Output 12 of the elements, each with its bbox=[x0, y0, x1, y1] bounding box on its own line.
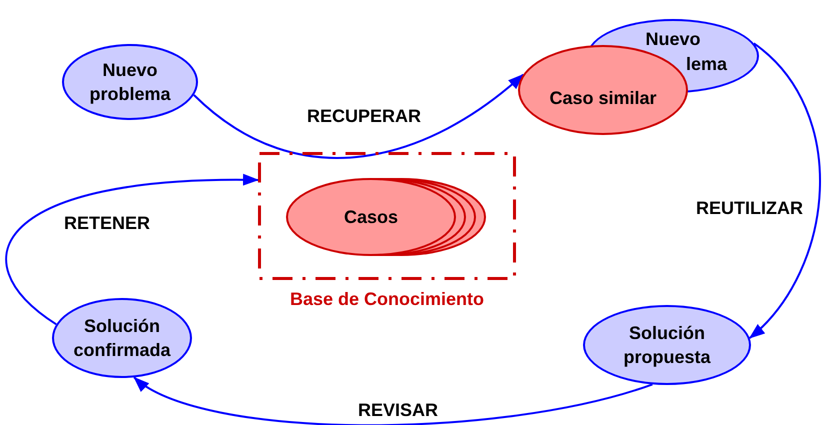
arrow bbox=[193, 74, 524, 159]
node-label: lema bbox=[686, 53, 728, 76]
node-label: Casos bbox=[342, 206, 400, 229]
arrow bbox=[749, 42, 821, 339]
node-label: Nuevo problema bbox=[88, 59, 172, 106]
arrow bbox=[6, 174, 259, 326]
node-label: Solución propuesta bbox=[622, 322, 712, 369]
arrow bbox=[133, 376, 653, 425]
node-label: Caso similar bbox=[548, 87, 658, 110]
node-label: Solución confirmada bbox=[72, 315, 172, 362]
node-label: Nuevo bbox=[644, 28, 702, 51]
frame-heading: Base de Conocimiento bbox=[288, 289, 486, 310]
